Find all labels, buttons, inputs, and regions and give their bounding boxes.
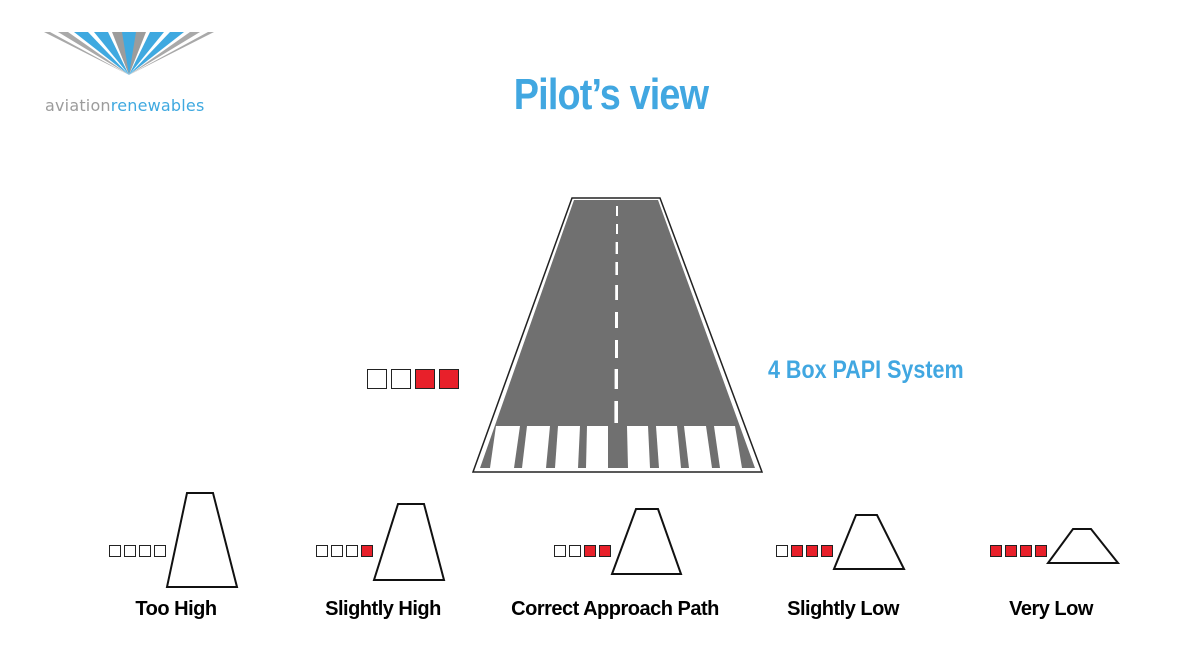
papi-light-white (391, 369, 411, 389)
logo-wordmark: aviationrenewables (45, 96, 205, 115)
state-label: Too High (135, 598, 217, 620)
papi-light-white (776, 545, 788, 557)
papi-light-white (154, 545, 166, 557)
papi-light-white (109, 545, 121, 557)
papi-light-red (1020, 545, 1032, 557)
papi-light-red (1005, 545, 1017, 557)
papi-light-white (316, 545, 328, 557)
threshold-markings (490, 426, 742, 468)
papi-light-red (821, 545, 833, 557)
state-runway-outline (832, 514, 906, 570)
papi-light-white (346, 545, 358, 557)
papi-light-white (367, 369, 387, 389)
main-papi-lights (367, 369, 459, 389)
logo-rays-icon (44, 32, 214, 75)
papi-light-white (554, 545, 566, 557)
logo-text-renewables: renewables (110, 96, 205, 115)
state-label: Correct Approach Path (511, 598, 719, 620)
aviation-renewables-logo: aviationrenewables (44, 30, 214, 120)
state-runway-outline (372, 503, 446, 581)
papi-light-red (415, 369, 435, 389)
papi-light-red (990, 545, 1002, 557)
state-papi-lights (109, 545, 166, 557)
papi-light-red (361, 545, 373, 557)
state-runway-outline (165, 492, 239, 588)
papi-light-white (569, 545, 581, 557)
papi-light-red (806, 545, 818, 557)
state-label: Very Low (1009, 598, 1093, 620)
papi-light-white (331, 545, 343, 557)
page-title: Pilot’s view (513, 70, 709, 119)
papi-light-red (1035, 545, 1047, 557)
papi-light-white (124, 545, 136, 557)
papi-light-red (791, 545, 803, 557)
papi-system-label: 4 Box PAPI System (768, 356, 964, 384)
centerline-dashes (614, 206, 618, 423)
logo-text-aviation: aviation (45, 96, 111, 115)
state-runway-outline (1046, 528, 1121, 564)
papi-light-red (599, 545, 611, 557)
papi-light-red (439, 369, 459, 389)
state-papi-lights (776, 545, 833, 557)
state-runway-outline (610, 508, 683, 575)
state-label: Slightly Low (787, 598, 899, 620)
state-label: Slightly High (325, 598, 441, 620)
state-papi-lights (990, 545, 1047, 557)
main-runway (470, 194, 765, 481)
papi-light-white (139, 545, 151, 557)
papi-light-red (584, 545, 596, 557)
state-papi-lights (316, 545, 373, 557)
state-papi-lights (554, 545, 611, 557)
